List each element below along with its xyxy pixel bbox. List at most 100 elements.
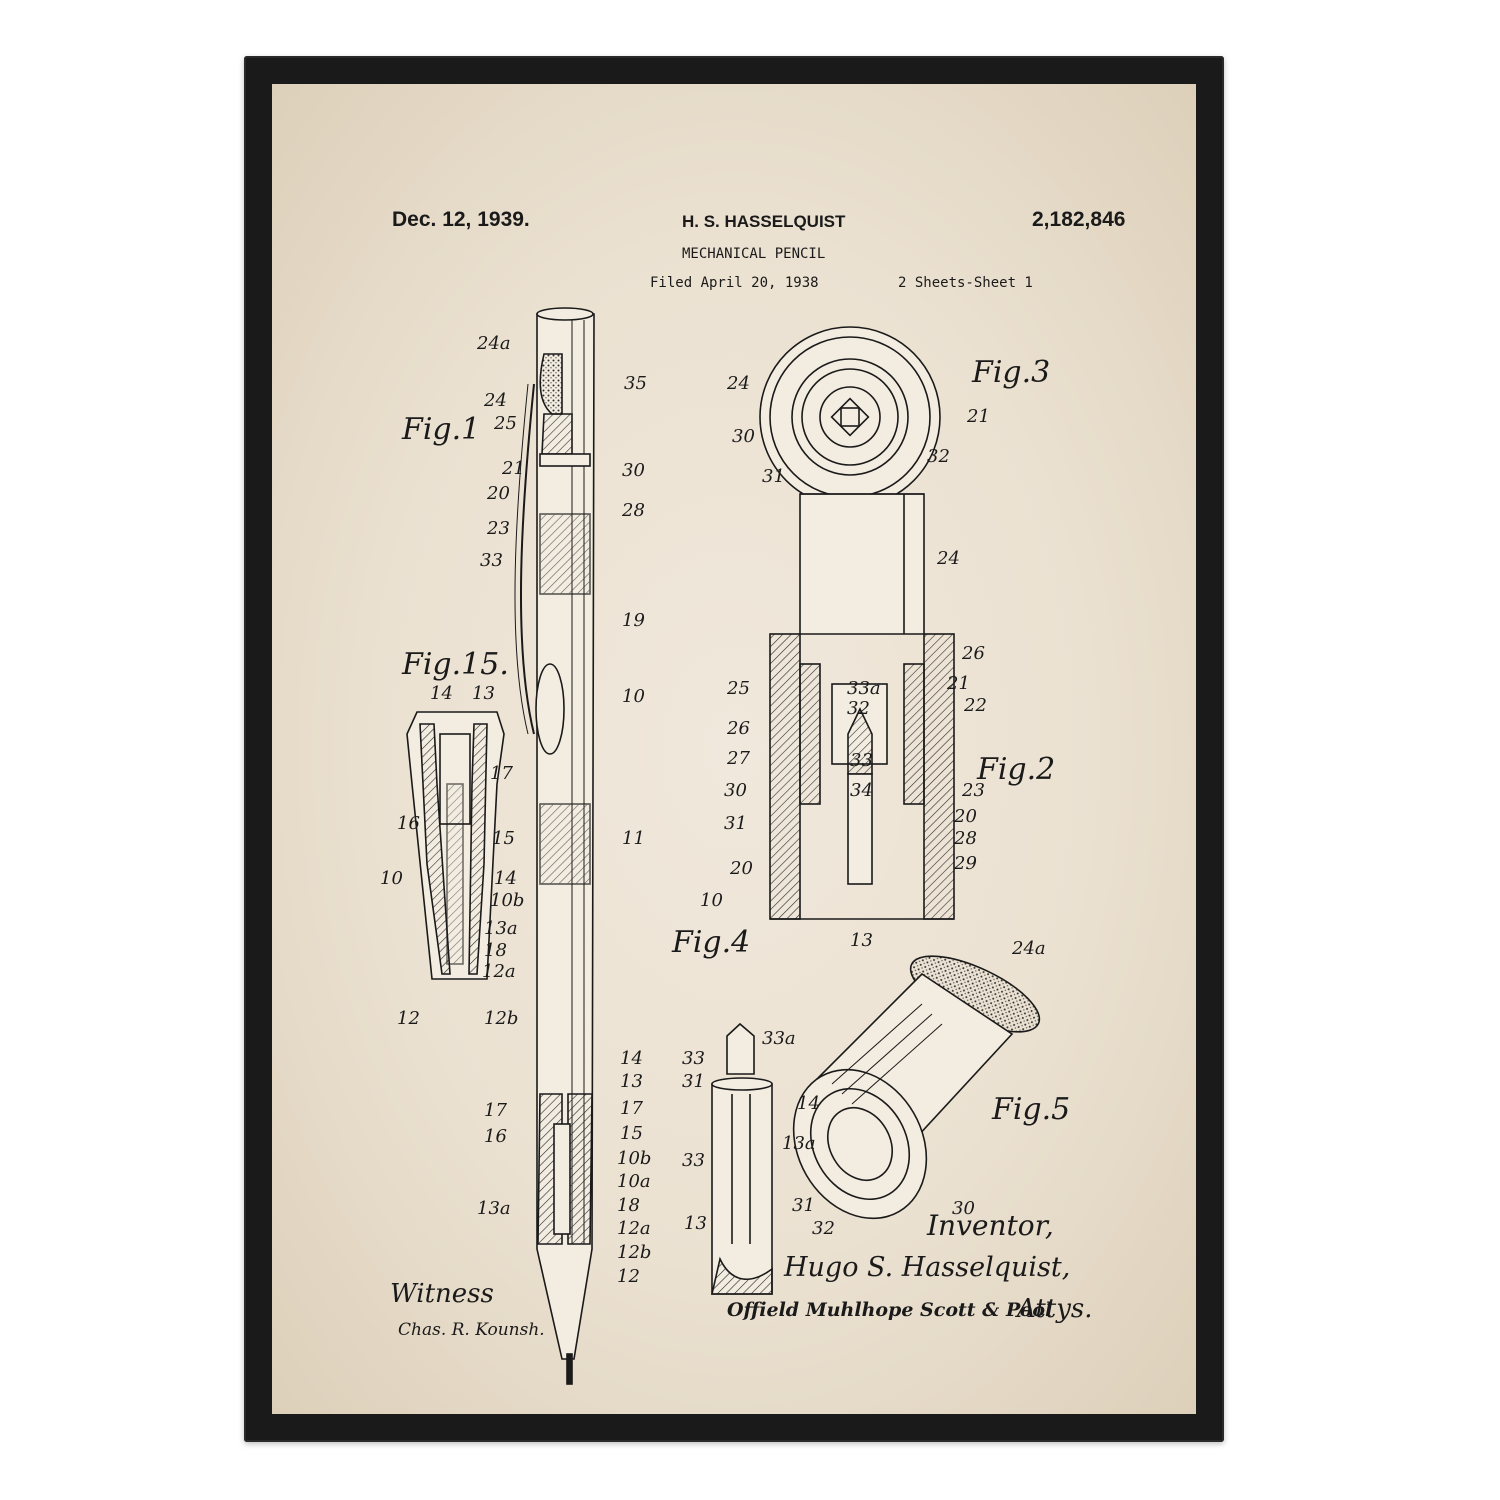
ref-numeral: 29	[953, 853, 977, 874]
ref-numeral: 12a	[617, 1218, 651, 1239]
ref-numeral: 19	[622, 610, 645, 631]
ref-numeral: 13a	[484, 918, 518, 939]
fig2-caption: Fig.2	[976, 752, 1055, 787]
ref-numeral: 21	[501, 458, 525, 479]
ref-numeral: 24	[726, 373, 750, 394]
ref-numeral: 27	[726, 748, 750, 769]
inventor-signature: Hugo S. Hasselquist,	[784, 1252, 1071, 1283]
ref-numeral: 33	[682, 1150, 705, 1171]
ref-numeral: 32	[847, 698, 870, 719]
ref-numeral: 10b	[490, 890, 524, 911]
ref-numeral: 14	[797, 1093, 820, 1114]
ref-numeral: 10	[700, 890, 723, 911]
ref-numeral: 30	[724, 780, 747, 801]
ref-numeral: 23	[961, 780, 985, 801]
ref-numeral: 11	[622, 828, 645, 849]
ref-numeral: 20	[729, 858, 753, 879]
ref-numeral: 14	[430, 683, 453, 704]
sheet-count: 2 Sheets-Sheet 1	[898, 275, 1033, 291]
fig5-reference-numerals: 24a 31 30 32	[792, 938, 1046, 1239]
ref-numeral: 16	[397, 813, 420, 834]
ref-numeral: 12	[397, 1008, 420, 1029]
ref-numeral: 31	[762, 466, 785, 487]
ref-numeral: 12a	[482, 961, 516, 982]
fig3-caption: Fig.3	[971, 355, 1050, 390]
ref-numeral: 24a	[476, 333, 511, 354]
fig5-cap-drawing	[792, 955, 1041, 1220]
fig15-caption: Fig.15.	[401, 647, 509, 682]
ref-numeral: 24a	[1011, 938, 1046, 959]
ref-numeral: 28	[953, 828, 977, 849]
ref-numeral: 21	[966, 406, 990, 427]
patent-sheet: Dec. 12, 1939. H. S. HASSELQUIST 2,182,8…	[272, 84, 1196, 1414]
fig1-reference-numerals: 24a 35 24 25 21 30 20 28 23 33 19 10 11 …	[476, 333, 651, 1287]
ref-numeral: 28	[621, 500, 645, 521]
ref-numeral: 18	[484, 940, 507, 961]
patent-drawing: Fig.1 Fig.2 Fig.3 Fig.4 Fig.5 Fig.15. 24…	[380, 307, 1070, 1385]
ref-numeral: 13	[850, 930, 873, 951]
fig1-pencil-drawing	[514, 307, 595, 1385]
ref-numeral: 17	[490, 763, 513, 784]
fig3-reference-numerals: 24 30 31 32 21	[726, 373, 990, 487]
ref-numeral: 10b	[617, 1148, 651, 1169]
fig2-reference-numerals: 24 26 25 33a 21 32 22 26 27 33 30 34 23 …	[700, 548, 987, 951]
ref-numeral: 12b	[484, 1008, 518, 1029]
patent-number: 2,182,846	[1032, 208, 1126, 231]
patent-title: MECHANICAL PENCIL	[682, 246, 826, 262]
ref-numeral: 17	[484, 1100, 507, 1121]
ref-numeral: 15	[492, 828, 515, 849]
ref-numeral: 33	[480, 550, 503, 571]
attorney-suffix: Attys.	[1017, 1294, 1093, 1324]
inventor-label: Inventor,	[927, 1209, 1054, 1242]
ref-numeral: 10	[380, 868, 403, 889]
poster-frame: Dec. 12, 1939. H. S. HASSELQUIST 2,182,8…	[244, 56, 1224, 1442]
ref-numeral: 25	[726, 678, 750, 699]
ref-numeral: 14	[620, 1048, 643, 1069]
ref-numeral: 31	[682, 1071, 705, 1092]
ref-numeral: 26	[961, 643, 985, 664]
ref-numeral: 20	[953, 806, 977, 827]
witness-label: Witness	[390, 1279, 494, 1309]
ref-numeral: 12	[617, 1266, 640, 1287]
fig15-tip-drawing	[406, 711, 505, 980]
ref-numeral: 32	[927, 446, 950, 467]
fig1-caption: Fig.1	[401, 412, 480, 447]
fig5-caption: Fig.5	[991, 1092, 1070, 1127]
ref-numeral: 26	[726, 718, 750, 739]
fig3-end-view-drawing	[759, 326, 941, 508]
ref-numeral: 33	[850, 750, 873, 771]
ref-numeral: 25	[493, 413, 517, 434]
ref-numeral: 30	[622, 460, 645, 481]
fig4-holder-drawing	[710, 1022, 773, 1295]
ref-numeral: 17	[620, 1098, 643, 1119]
ref-numeral: 13	[620, 1071, 643, 1092]
fig15-reference-numerals: 14 13 17 16 15 10 14 10b 13a 18 12a 12 1…	[380, 683, 524, 1029]
ref-numeral: 14	[494, 868, 517, 889]
ref-numeral: 22	[963, 695, 987, 716]
ref-numeral: 34	[850, 780, 873, 801]
ref-numeral: 15	[620, 1123, 643, 1144]
ref-numeral: 30	[732, 426, 755, 447]
ref-numeral: 33a	[762, 1028, 796, 1049]
ref-numeral: 12b	[617, 1242, 651, 1263]
ref-numeral: 13	[684, 1213, 707, 1234]
ref-numeral: 24	[936, 548, 960, 569]
ref-numeral: 13	[472, 683, 495, 704]
ref-numeral: 31	[724, 813, 747, 834]
inventor-name: H. S. HASSELQUIST	[682, 212, 846, 231]
witness-signature: Chas. R. Kounsh.	[398, 1320, 545, 1340]
patent-date: Dec. 12, 1939.	[392, 208, 530, 231]
ref-numeral: 10	[622, 686, 645, 707]
ref-numeral: 32	[812, 1218, 835, 1239]
ref-numeral: 20	[486, 483, 510, 504]
fig2-section-drawing	[769, 493, 955, 920]
ref-numeral: 31	[792, 1195, 815, 1216]
ref-numeral: 18	[617, 1195, 640, 1216]
fig4-caption: Fig.4	[671, 925, 750, 960]
ref-numeral: 16	[484, 1126, 507, 1147]
ref-numeral: 13a	[782, 1133, 816, 1154]
ref-numeral: 23	[486, 518, 510, 539]
ref-numeral: 24	[483, 390, 507, 411]
fig4-reference-numerals: 33a 33 31 14 13a 33 13	[682, 1028, 820, 1234]
ref-numeral: 10a	[617, 1171, 651, 1192]
